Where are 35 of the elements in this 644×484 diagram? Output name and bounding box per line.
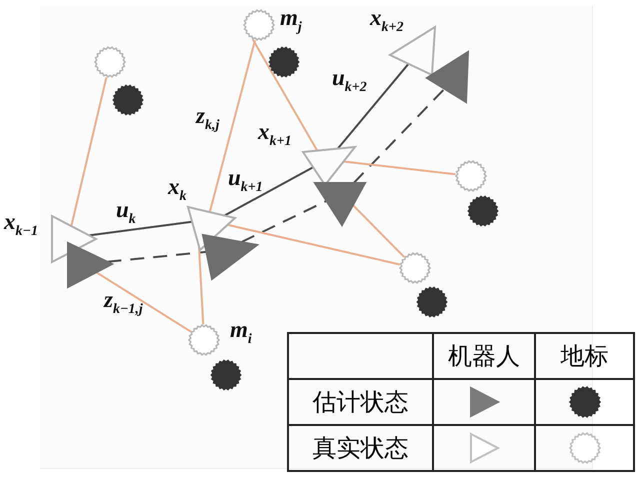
observation-line: [198, 246, 204, 324]
pose-label: x$_{k}$: [168, 175, 186, 204]
estimated-pose-triangle: [203, 235, 258, 280]
trajectory-line: [224, 166, 314, 216]
row-header: 估计状态: [312, 387, 408, 418]
observation-line: [252, 38, 318, 152]
observation-line: [343, 160, 456, 176]
landmark-label: m$_{i}$: [230, 318, 252, 347]
landmark-label: m$_{j}$: [280, 6, 302, 35]
observation-line: [352, 204, 405, 258]
column-header: 地标: [560, 341, 608, 372]
trajectory-line: [89, 220, 192, 236]
pose-label: x$_{k+2}$: [370, 6, 404, 35]
pose-label: x$_{k−1}$: [4, 210, 38, 239]
estimated-trajectory-line: [107, 250, 206, 263]
edge-label: z$_{k,j}$: [196, 104, 220, 133]
row-header: 真实状态: [312, 433, 408, 464]
edge-label: u$_{k+1}$: [228, 166, 263, 195]
edge-label: z$_{k−1,j}$: [104, 288, 143, 317]
estimated-pose-triangle: [427, 52, 470, 103]
observation-line: [208, 40, 256, 212]
true-pose-triangle: [52, 216, 96, 262]
observation-line: [96, 271, 192, 333]
estimated-pose-triangle: [68, 243, 113, 288]
observation-line: [70, 77, 108, 226]
edge-label: u$_{k+2}$: [332, 66, 367, 95]
observation-line: [228, 224, 400, 266]
trajectory-line: [337, 63, 410, 150]
column-header: 机器人: [448, 341, 520, 372]
estimated-trajectory-line: [353, 88, 446, 184]
estimated-trajectory-line: [241, 200, 327, 243]
pose-label: x$_{k+1}$: [258, 120, 292, 149]
true-pose-triangle: [188, 206, 236, 250]
estimated-pose-triangle: [315, 183, 366, 226]
edge-label: u$_{k}$: [116, 198, 136, 227]
